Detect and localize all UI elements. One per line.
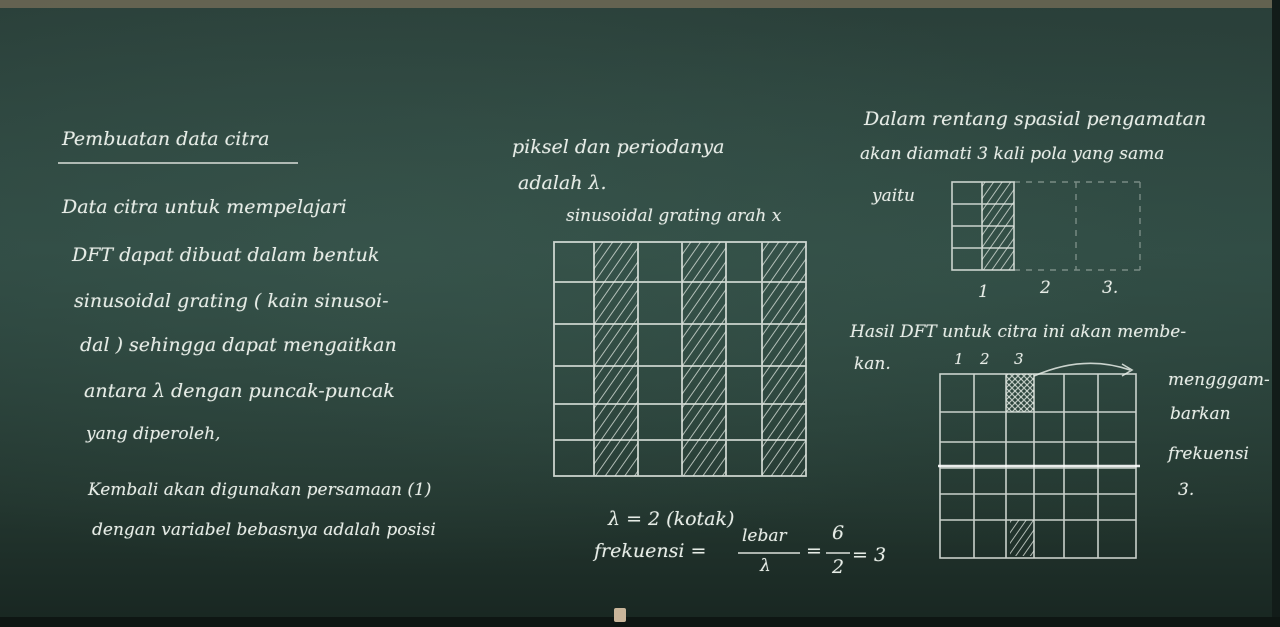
dft-peak-positive bbox=[1006, 374, 1034, 412]
left-line-5: antara λ dengan puncak-puncak bbox=[84, 380, 395, 402]
title-underline bbox=[58, 162, 298, 164]
frequency-denominator: λ bbox=[760, 556, 771, 576]
side-note-4: 3. bbox=[1178, 480, 1195, 500]
dft-line-1: Hasil DFT untuk citra ini akan membe- bbox=[850, 322, 1187, 342]
grid-title: sinusoidal grating arah x bbox=[566, 206, 782, 226]
fraction-bar-2 bbox=[826, 552, 850, 554]
dft-result-grid bbox=[938, 362, 1140, 559]
dft-index-3: 3 bbox=[1014, 350, 1024, 368]
small-period-grid bbox=[951, 181, 1141, 271]
hatched-column-1 bbox=[594, 242, 638, 476]
dft-arrow bbox=[1033, 362, 1131, 377]
dft-index-2: 2 bbox=[980, 350, 990, 368]
hatched-column-3 bbox=[762, 242, 806, 476]
frequency-two: 2 bbox=[832, 556, 845, 578]
frequency-label: frekuensi = bbox=[594, 540, 707, 562]
frequency-equals: = bbox=[806, 540, 822, 562]
period-number-3: 3. bbox=[1102, 278, 1119, 298]
right-line-3: yaitu bbox=[872, 186, 915, 206]
dft-line-2: kan. bbox=[854, 354, 891, 374]
sinusoidal-grating-grid bbox=[553, 241, 807, 477]
hatched-column-2 bbox=[682, 242, 726, 476]
left-line-3: sinusoidal grating ( kain sinusoi- bbox=[74, 290, 389, 312]
period-number-2: 2 bbox=[1040, 278, 1051, 298]
chalk-piece bbox=[614, 608, 626, 622]
board-top-frame bbox=[0, 0, 1280, 8]
lambda-equation: λ = 2 (kotak) bbox=[608, 508, 735, 530]
side-note-2: barkan bbox=[1170, 404, 1231, 424]
period-number-1: 1 bbox=[978, 282, 989, 302]
chalk-tray bbox=[0, 617, 1280, 627]
left-line-8: dengan variabel bebasnya adalah posisi bbox=[92, 520, 436, 540]
left-line-7: Kembali akan digunakan persamaan (1) bbox=[88, 480, 432, 500]
left-line-6: yang diperoleh, bbox=[86, 424, 221, 444]
frequency-result: = 3 bbox=[852, 544, 887, 566]
right-line-2: akan diamati 3 kali pola yang sama bbox=[860, 144, 1165, 164]
left-line-2: DFT dapat dibuat dalam bentuk bbox=[72, 244, 380, 266]
middle-line-1: piksel dan periodanya bbox=[512, 136, 725, 158]
right-line-1: Dalam rentang spasial pengamatan bbox=[864, 108, 1207, 130]
dft-index-1: 1 bbox=[954, 350, 964, 368]
left-line-1: Data citra untuk mempelajari bbox=[62, 196, 347, 218]
frequency-six: 6 bbox=[832, 522, 845, 544]
side-note-3: frekuensi bbox=[1168, 444, 1249, 464]
middle-line-2: adalah λ. bbox=[518, 172, 607, 194]
board-right-frame bbox=[1272, 0, 1280, 627]
frequency-numerator: lebar bbox=[742, 526, 787, 546]
fraction-bar-1 bbox=[738, 552, 800, 554]
left-line-4: dal ) sehingga dapat mengaitkan bbox=[80, 334, 397, 356]
dft-peak-negative bbox=[1010, 520, 1034, 556]
side-note-1: mengggam- bbox=[1168, 370, 1270, 390]
left-title: Pembuatan data citra bbox=[62, 128, 270, 150]
